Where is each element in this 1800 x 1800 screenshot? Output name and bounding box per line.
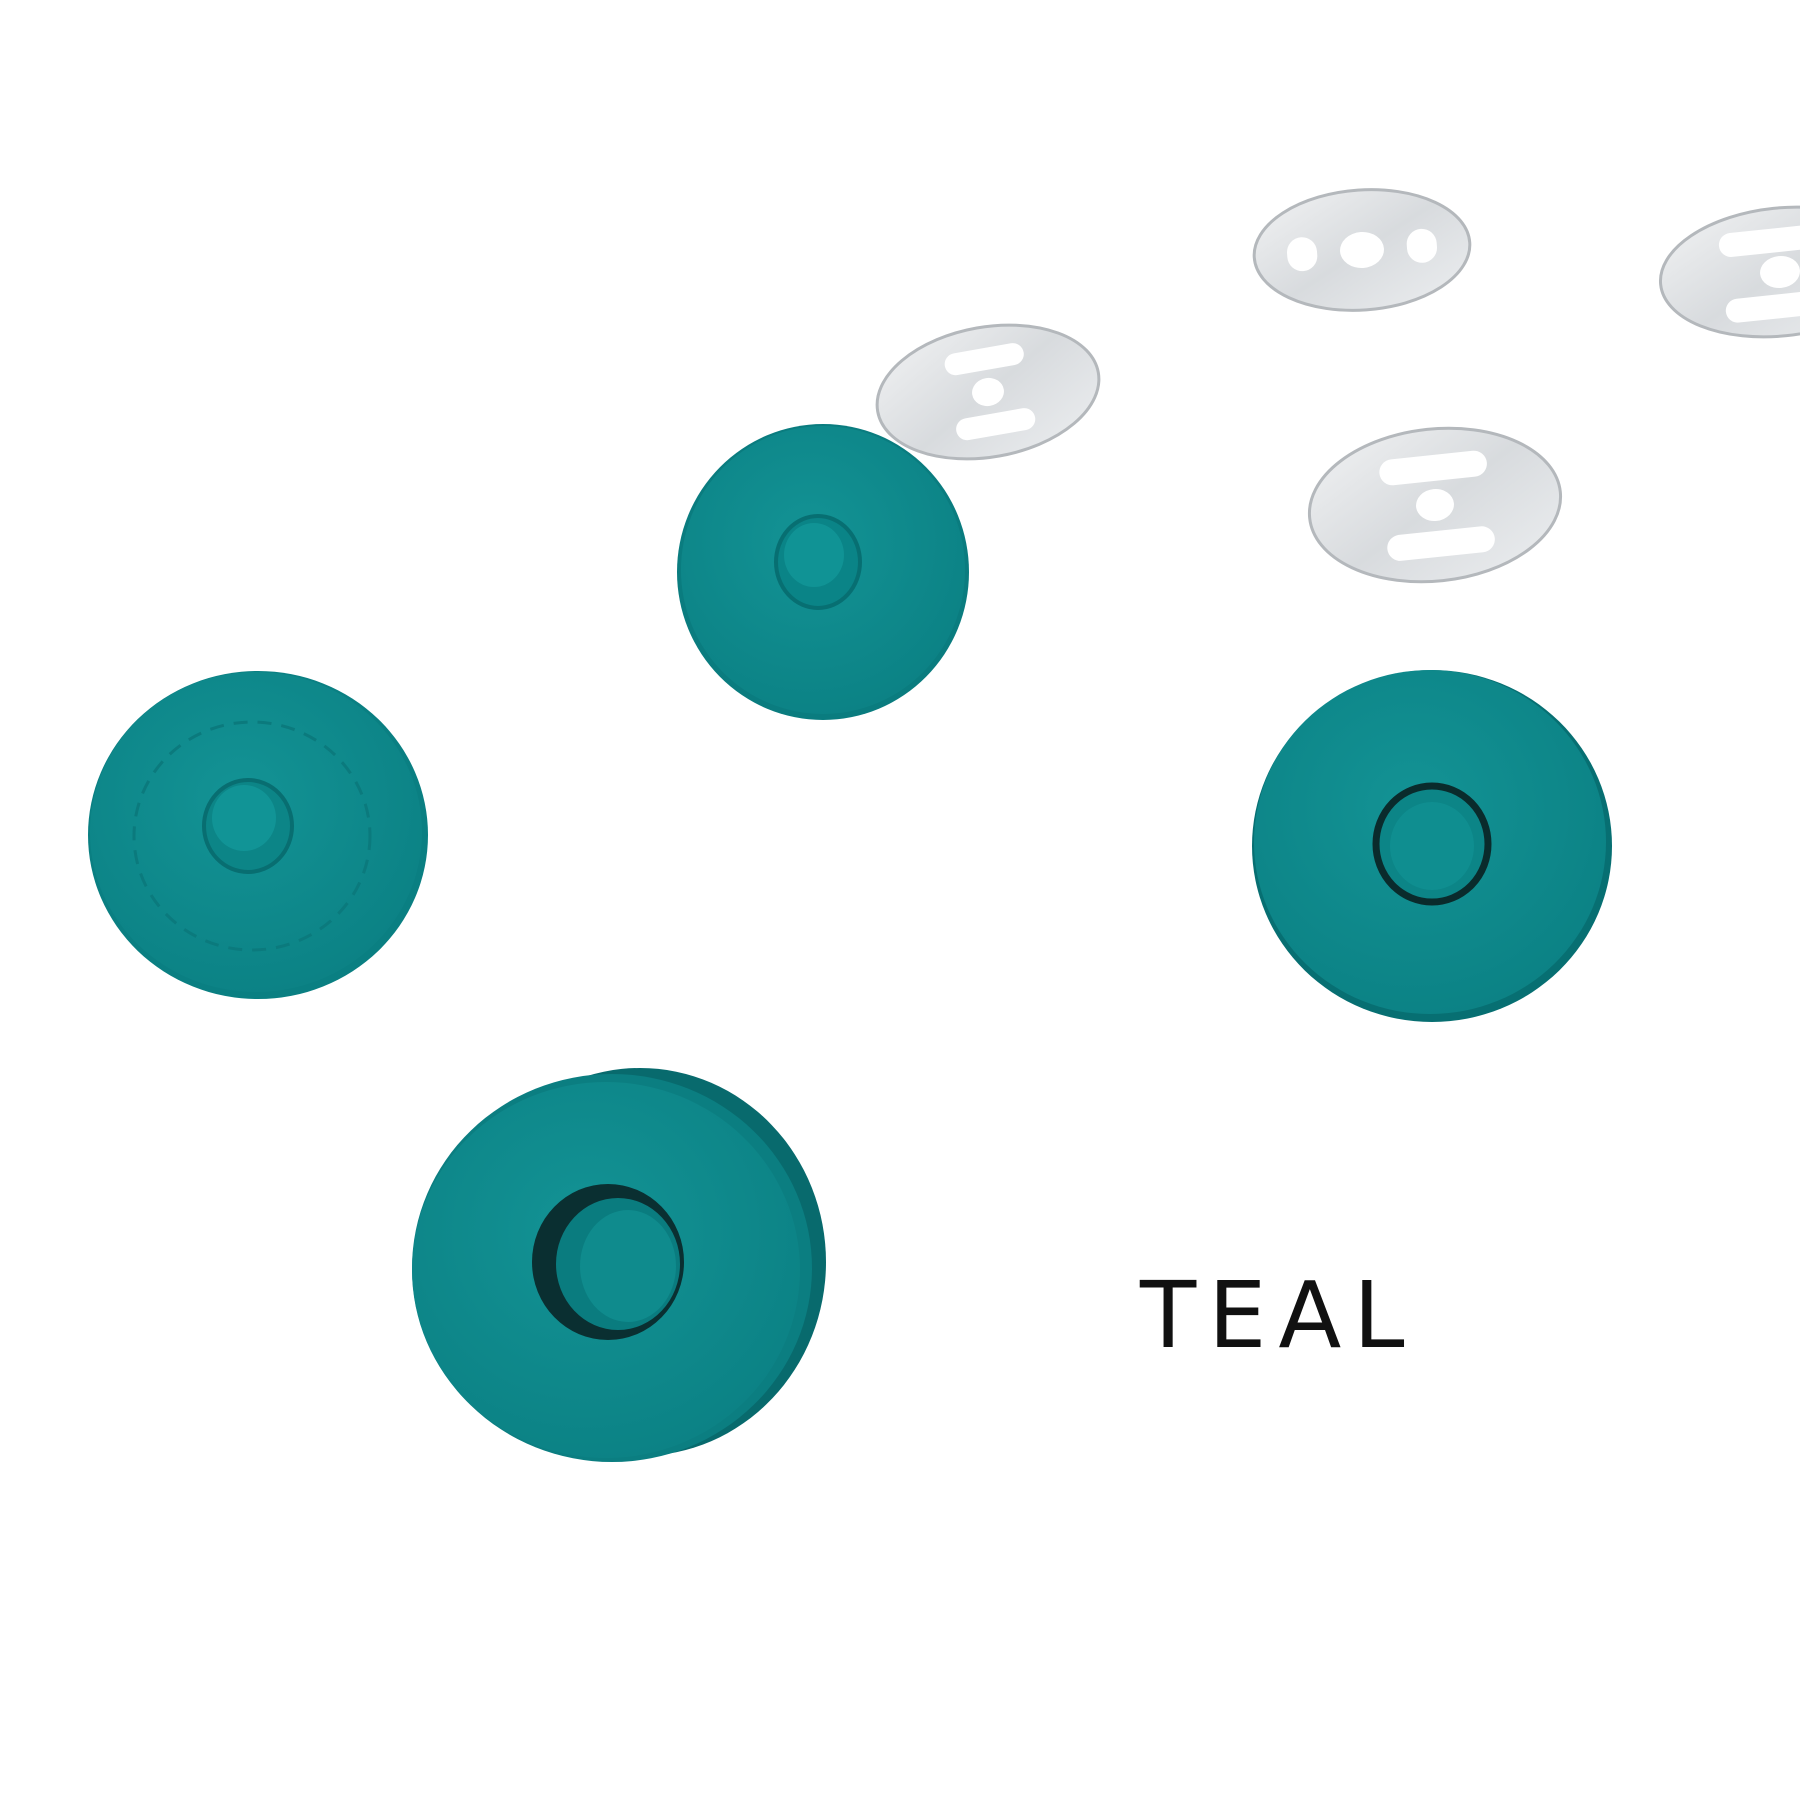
- backing-washer-icon: [1307, 426, 1563, 584]
- backing-washer-icon: [1658, 205, 1800, 339]
- magnetic-snap-icon: [412, 1068, 826, 1462]
- backing-washer-icon: [875, 323, 1101, 461]
- magnetic-snap-icon: [677, 424, 969, 720]
- color-name-label: TEAL: [1140, 1262, 1417, 1369]
- magnetic-snap-icon: [88, 671, 428, 999]
- backing-washer-icon: [1252, 188, 1472, 312]
- magnetic-snap-icon: [1252, 670, 1612, 1022]
